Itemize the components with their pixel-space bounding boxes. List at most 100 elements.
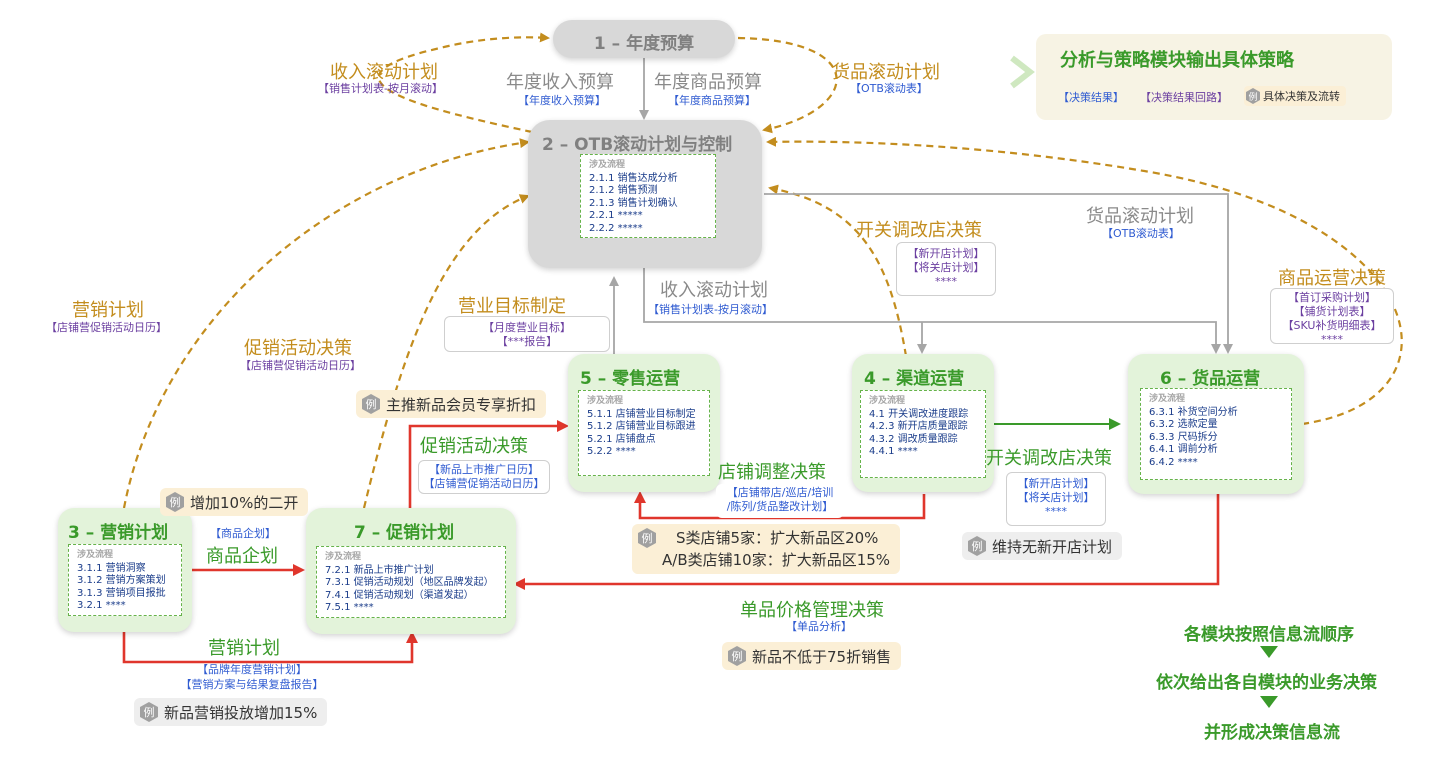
goods-ops-title: 6 – 货品运营 bbox=[1160, 369, 1261, 389]
otb-step: 2.2.2 ***** bbox=[589, 222, 643, 234]
otb-steps: 涉及流程 2.1.1 销售达成分析 2.1.2 销售预测 2.1.3 销售计划确… bbox=[580, 154, 716, 238]
channel-ops-steps: 涉及流程 4.1 开关调改进度跟踪 4.2.3 新开店质量跟踪 4.3.2 调改… bbox=[860, 390, 986, 478]
retail-step: 5.2.1 店铺盘点 bbox=[587, 433, 656, 445]
goods-rolling-right-label: 货品滚动计划 bbox=[1086, 206, 1194, 227]
marketing-plan-bottom-label: 营销计划 bbox=[208, 638, 280, 659]
retail-ops-title: 5 – 零售运营 bbox=[580, 369, 681, 389]
marketing-step: 3.2.1 **** bbox=[77, 600, 126, 611]
retail-ops-steps: 涉及流程 5.1.1 店铺营业目标制定 5.1.2 店铺营业目标跟进 5.2.1… bbox=[578, 390, 710, 476]
marketing-plan-steps: 涉及流程 3.1.1 营销洞察 3.1.2 营销方案策划 3.1.3 营销项目报… bbox=[68, 544, 182, 616]
example-text: 新品营销投放增加15% bbox=[164, 703, 318, 722]
promo-step: 7.4.1 促销活动规划（渠道发起） bbox=[325, 589, 474, 601]
retail-ops-node[interactable]: 5 – 零售运营 涉及流程 5.1.1 店铺营业目标制定 5.1.2 店铺营业目… bbox=[568, 354, 720, 492]
channel-steps-head: 涉及流程 bbox=[869, 396, 906, 406]
marketing-plan-label: 营销计划 bbox=[72, 300, 144, 321]
income-rolling-doc: 【销售计划表-按月滚动】 bbox=[318, 82, 443, 95]
promo-decision-mid-doc-line: 【新品上市推广日历】 bbox=[429, 463, 539, 476]
income-budget-label: 年度收入预算 bbox=[506, 72, 614, 93]
marketing-step: 3.1.1 营销洞察 bbox=[77, 562, 146, 574]
goods-step: 6.3.2 选款定量 bbox=[1149, 419, 1218, 430]
channel-ops-node[interactable]: 4 – 渠道运营 涉及流程 4.1 开关调改进度跟踪 4.2.3 新开店质量跟踪… bbox=[852, 354, 994, 492]
example-text: 维持无新开店计划 bbox=[992, 537, 1113, 556]
income-rolling-loop bbox=[377, 32, 550, 134]
marketing-step: 3.1.2 营销方案策划 bbox=[77, 575, 166, 586]
goods-step: 6.4.1 调前分析 bbox=[1149, 444, 1218, 455]
legend-result: 【决策结果】 bbox=[1058, 91, 1124, 104]
marketing-step: 3.1.3 营销项目报批 bbox=[77, 587, 166, 599]
goods-rolling-loop bbox=[737, 36, 838, 134]
sales-target-doc-line: 【***报告】 bbox=[496, 335, 558, 348]
goods-budget-doc: 【年度商品预算】 bbox=[668, 94, 756, 107]
price-decision-doc: 【单品分析】 bbox=[786, 620, 852, 633]
example-badge-icon: 例 bbox=[1246, 88, 1260, 104]
marketing-bottom-flow bbox=[122, 631, 418, 664]
store-decision-top-doc-line: 【新开店计划】 bbox=[907, 247, 985, 260]
promo-decision-doc: 【店铺营促销活动日历】 bbox=[240, 359, 361, 372]
channel-to-retail-flow bbox=[634, 491, 926, 520]
channel-step: 4.1 开关调改进度跟踪 bbox=[869, 408, 969, 420]
goods-rolling-doc: 【OTB滚动表】 bbox=[850, 82, 928, 95]
annual-budget-node[interactable]: 1 – 年度预算 bbox=[553, 20, 735, 58]
goods-step: 6.3.1 补货空间分析 bbox=[1149, 406, 1238, 418]
example-badge-icon: 例 bbox=[728, 646, 746, 666]
goods-ops-steps: 涉及流程 6.3.1 补货空间分析 6.3.2 选款定量 6.3.3 尺码拆分 … bbox=[1140, 388, 1292, 480]
promo-plan-steps: 涉及流程 7.2.1 新品上市推广计划 7.3.1 促销活动规划（地区品牌发起）… bbox=[316, 546, 506, 618]
promo-loop bbox=[362, 194, 530, 509]
otb-title: 2 – OTB滚动计划与控制 bbox=[542, 135, 733, 155]
otb-node[interactable]: 2 – OTB滚动计划与控制 涉及流程 2.1.1 销售达成分析 2.1.2 销… bbox=[528, 120, 762, 268]
store-decision-top-doc-line: **** bbox=[935, 275, 957, 288]
example-text-block: S类店铺5家：扩大新品区20% A/B类店铺10家：扩大新品区15% bbox=[662, 527, 890, 571]
flow-step-2: 依次给出各自模块的业务决策 bbox=[1156, 673, 1377, 693]
sales-target-label: 营业目标制定 bbox=[458, 296, 566, 317]
marketing-plan-bottom-doc: 【品牌年度营销计划】 【营销方案与结果复盘报告】 bbox=[172, 662, 332, 692]
promo-decision-mid-doc: 【新品上市推广日历】 【店铺营促销活动日历】 bbox=[418, 460, 550, 494]
sales-target-doc-line: 【月度营业目标】 bbox=[483, 321, 571, 334]
goods-step: 6.4.2 **** bbox=[1149, 456, 1198, 468]
store-decision-mid-doc-line: 【新开店计划】 bbox=[1017, 477, 1095, 490]
merch-decision-label: 商品运营决策 bbox=[1278, 268, 1386, 289]
store-adjust-doc: 【店铺带店/巡店/培训 /陈列/货品整改计划】 bbox=[716, 484, 844, 518]
example-tag: 例 主推新品会员专享折扣 bbox=[356, 390, 547, 418]
example-text: 主推新品会员专享折扣 bbox=[386, 395, 537, 414]
legend-box: 分析与策略模块输出具体策略 【决策结果】 【决策结果回路】 例 具体决策及流转 bbox=[1036, 34, 1392, 120]
product-plan-label: 商品企划 bbox=[206, 546, 278, 567]
income-budget-doc: 【年度收入预算】 bbox=[518, 94, 606, 107]
goods-to-promo-flow bbox=[513, 494, 1220, 590]
example-text: A/B类店铺10家：扩大新品区15% bbox=[662, 551, 891, 569]
otb-to-retail-line bbox=[643, 268, 1221, 354]
channel-step: 4.3.2 调改质量跟踪 bbox=[869, 433, 958, 445]
income-rolling-label: 收入滚动计划 bbox=[330, 62, 438, 83]
store-decision-mid-doc-line: **** bbox=[1045, 505, 1067, 518]
merch-decision-doc-line: **** bbox=[1321, 333, 1343, 346]
otb-to-goods-line bbox=[764, 193, 1233, 354]
goods-budget-label: 年度商品预算 bbox=[654, 72, 762, 93]
example-tag: 例 增加10%的二开 bbox=[160, 488, 309, 516]
channel-step: 4.2.3 新开店质量跟踪 bbox=[869, 421, 968, 432]
annual-budget-title: 1 – 年度预算 bbox=[593, 34, 695, 54]
retail-steps-head: 涉及流程 bbox=[587, 396, 624, 406]
merch-decision-doc-line: 【首订采购计划】 bbox=[1288, 291, 1376, 304]
example-badge-icon: 例 bbox=[362, 394, 380, 414]
example-tag: 例 新品营销投放增加15% bbox=[134, 698, 328, 726]
legend-flow-text: 具体决策及流转 bbox=[1263, 90, 1340, 103]
legend-loop: 【决策结果回路】 bbox=[1140, 91, 1228, 104]
example-tag: 例 新品不低于75折销售 bbox=[722, 642, 902, 670]
flow-down-icon bbox=[1260, 696, 1278, 708]
example-text: S类店铺5家：扩大新品区20% bbox=[676, 529, 879, 547]
store-decision-loop bbox=[768, 184, 908, 357]
legend-title: 分析与策略模块输出具体策略 bbox=[1060, 50, 1294, 71]
goods-rolling-label: 货品滚动计划 bbox=[832, 62, 940, 83]
marketing-plan-bottom-doc-line: 【品牌年度营销计划】 bbox=[197, 663, 307, 676]
example-badge-icon: 例 bbox=[968, 536, 986, 556]
income-rolling-mid-label: 收入滚动计划 bbox=[660, 280, 768, 301]
promo-step: 7.3.1 促销活动规划（地区品牌发起） bbox=[325, 577, 494, 588]
store-decision-mid-doc-line: 【将关店计划】 bbox=[1017, 491, 1095, 504]
promo-step: 7.2.1 新品上市推广计划 bbox=[325, 564, 434, 576]
marketing-plan-doc: 【店铺营促销活动日历】 bbox=[46, 321, 167, 334]
otb-step: 2.1.1 销售达成分析 bbox=[589, 172, 678, 184]
goods-ops-node[interactable]: 6 – 货品运营 涉及流程 6.3.1 补货空间分析 6.3.2 选款定量 6.… bbox=[1128, 354, 1304, 494]
store-decision-top-label: 开关调改店决策 bbox=[856, 220, 982, 241]
marketing-plan-node[interactable]: 3 – 营销计划 涉及流程 3.1.1 营销洞察 3.1.2 营销方案策划 3.… bbox=[58, 508, 192, 632]
promo-plan-node[interactable]: 7 – 促销计划 涉及流程 7.2.1 新品上市推广计划 7.3.1 促销活动规… bbox=[306, 508, 516, 634]
